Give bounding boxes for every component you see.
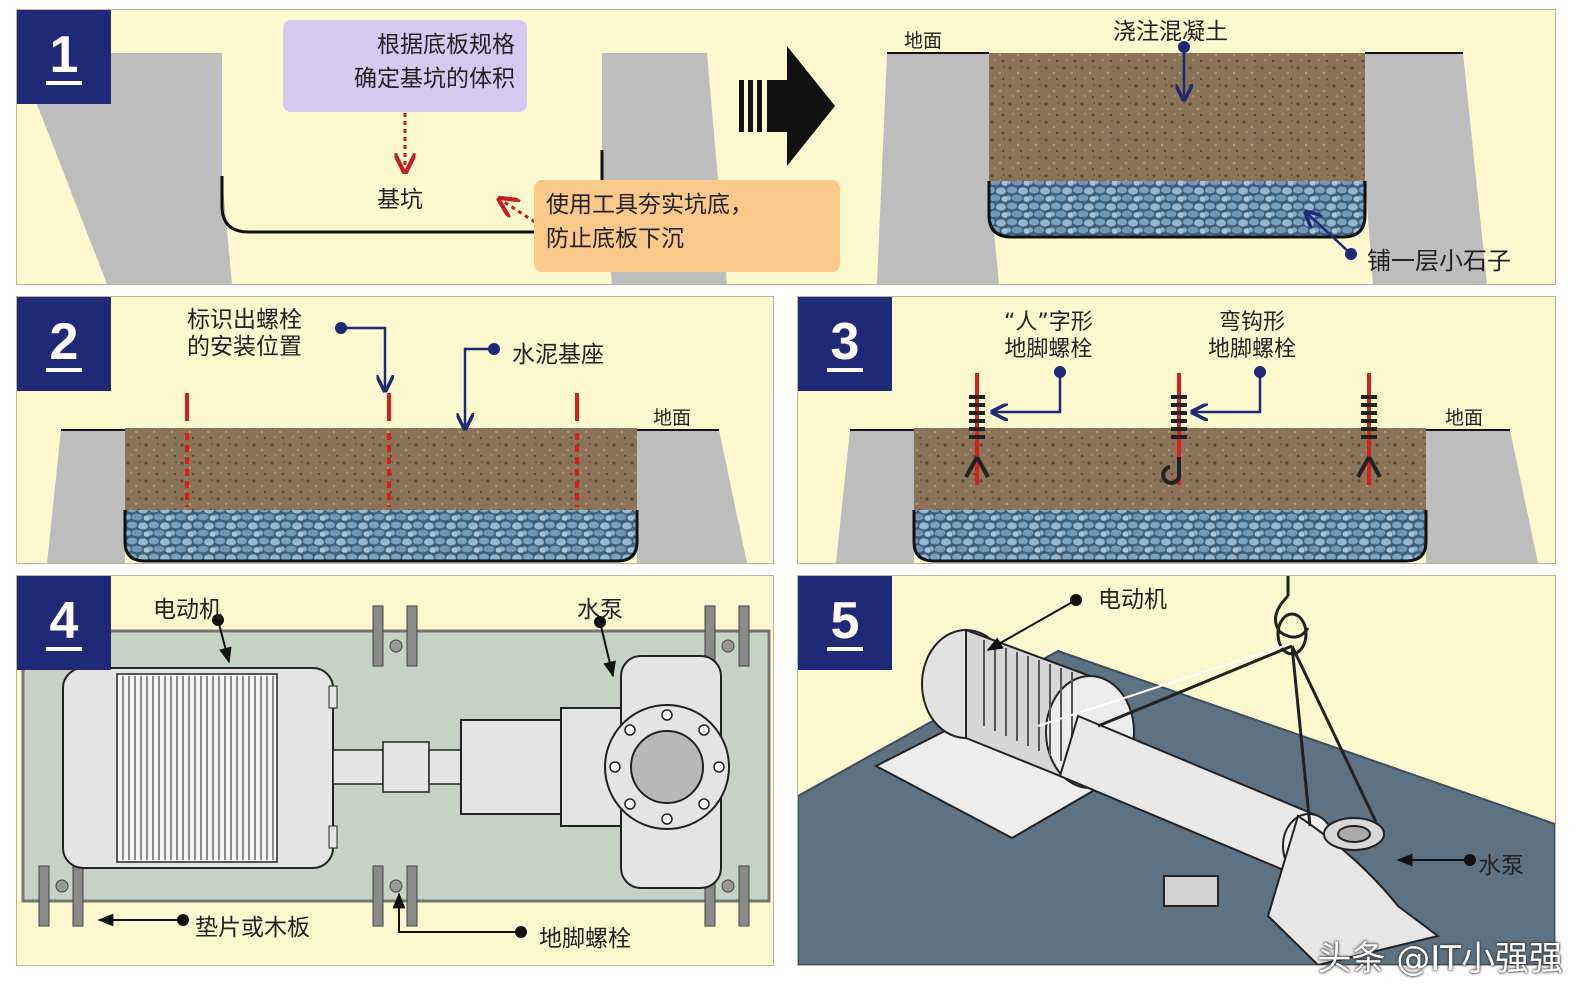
base-leader: [465, 347, 494, 427]
step-3-illustration: [836, 366, 1538, 563]
ground-label-3: 地面: [1445, 407, 1484, 429]
bolt-mark-label: 标识出螺栓 的安装位置: [187, 307, 302, 360]
stone-layer-label: 铺一层小石子: [1367, 247, 1511, 275]
step-number-2: 2: [17, 297, 111, 391]
hook-bolt-leader: [1194, 372, 1262, 412]
panel-step-5: 5 电动机 水泵: [797, 575, 1556, 966]
pit-wall-left: [17, 53, 232, 284]
pump-label-4: 水泵: [577, 597, 623, 623]
wall-left: [836, 430, 914, 563]
stone-leader: [1307, 213, 1352, 255]
wall-right: [637, 430, 747, 563]
bolt-mark-leader: [341, 326, 385, 389]
hook-bolt-label: 弯钩形 地脚螺栓: [1208, 310, 1297, 362]
pump-body-3d: [1058, 714, 1441, 965]
step-number-4: 4: [17, 576, 111, 670]
step-2-illustration: [47, 322, 747, 563]
anchor-leader: [392, 892, 521, 933]
ren-bolt-right: [1356, 373, 1382, 485]
panel-step-3: 3 “人”字形 地脚螺栓 弯钩形 地脚螺栓 地面: [797, 296, 1556, 564]
pit2-wall-left: [877, 53, 999, 284]
ren-bolt-left: [964, 373, 990, 485]
concrete-base: [125, 428, 637, 510]
step-1-illustration: [17, 41, 1487, 284]
stone-layer: [914, 510, 1426, 561]
shim-label: 垫片或木板: [195, 915, 310, 941]
step-5-illustration: [798, 576, 1555, 965]
shaft-coupling: [332, 741, 462, 793]
shims-bottom: [38, 865, 750, 927]
motor-label-4: 电动机: [153, 597, 222, 623]
pit-label: 基坑: [377, 187, 423, 213]
motor-topview: [62, 667, 338, 869]
pump-topview: [460, 655, 730, 889]
step-4-illustration: [21, 605, 771, 938]
stone-layer: [125, 510, 637, 561]
concrete-layer: [989, 53, 1365, 181]
motor-leader: [217, 619, 232, 664]
pit2-wall-right: [1365, 53, 1487, 284]
ren-bolt-label: “人”字形 地脚螺栓: [1004, 310, 1093, 362]
stone-layer: [989, 181, 1365, 237]
step-number-1: 1: [17, 10, 111, 104]
wall-left: [47, 430, 125, 563]
pump-flange-bolts: [609, 709, 725, 825]
next-step-arrow: [739, 46, 835, 166]
watermark: 头条 @IT小强强: [1317, 939, 1563, 979]
note-tamp-bottom: 使用工具夯实坑底， 防止底板下沉: [534, 180, 840, 272]
wall-right: [1426, 430, 1538, 563]
panel-step-4: 4 电动机 水泵 垫片或木板 地脚螺栓: [16, 575, 774, 966]
hook-bolt-middle: [1161, 373, 1187, 485]
cement-base-label: 水泥基座: [512, 342, 604, 368]
motor-leader-5: [986, 599, 1077, 651]
pump-label-5: 水泵: [1478, 853, 1524, 879]
motor-label-5: 电动机: [1098, 587, 1167, 613]
step-number-3: 3: [798, 297, 892, 391]
tamp-arrow: [501, 200, 536, 224]
note-pit-volume: 根据底板规格 确定基坑的体积: [283, 20, 527, 112]
ground-label-2: 地面: [653, 407, 692, 429]
panel-step-2: 2 标识出螺栓 的安装位置 水泥基座 地面: [16, 296, 774, 564]
ground-label-1: 地面: [904, 30, 943, 52]
lifting-hook: [1274, 576, 1310, 656]
pump-leader: [599, 621, 616, 678]
shims-top: [372, 605, 750, 667]
ren-bolt-leader: [994, 372, 1062, 412]
lifting-slings: [1037, 644, 1378, 827]
bolt-position-marks: [185, 393, 579, 507]
pour-concrete-label: 浇注混凝土: [1113, 19, 1228, 45]
anchor-bolt-label: 地脚螺栓: [539, 926, 631, 952]
panel-step-1: 1 根据底板规格 确定基坑的体积 基坑 使用工具夯实坑底， 防止底板下沉 地面 …: [16, 9, 1556, 285]
step-number-5: 5: [798, 576, 892, 670]
